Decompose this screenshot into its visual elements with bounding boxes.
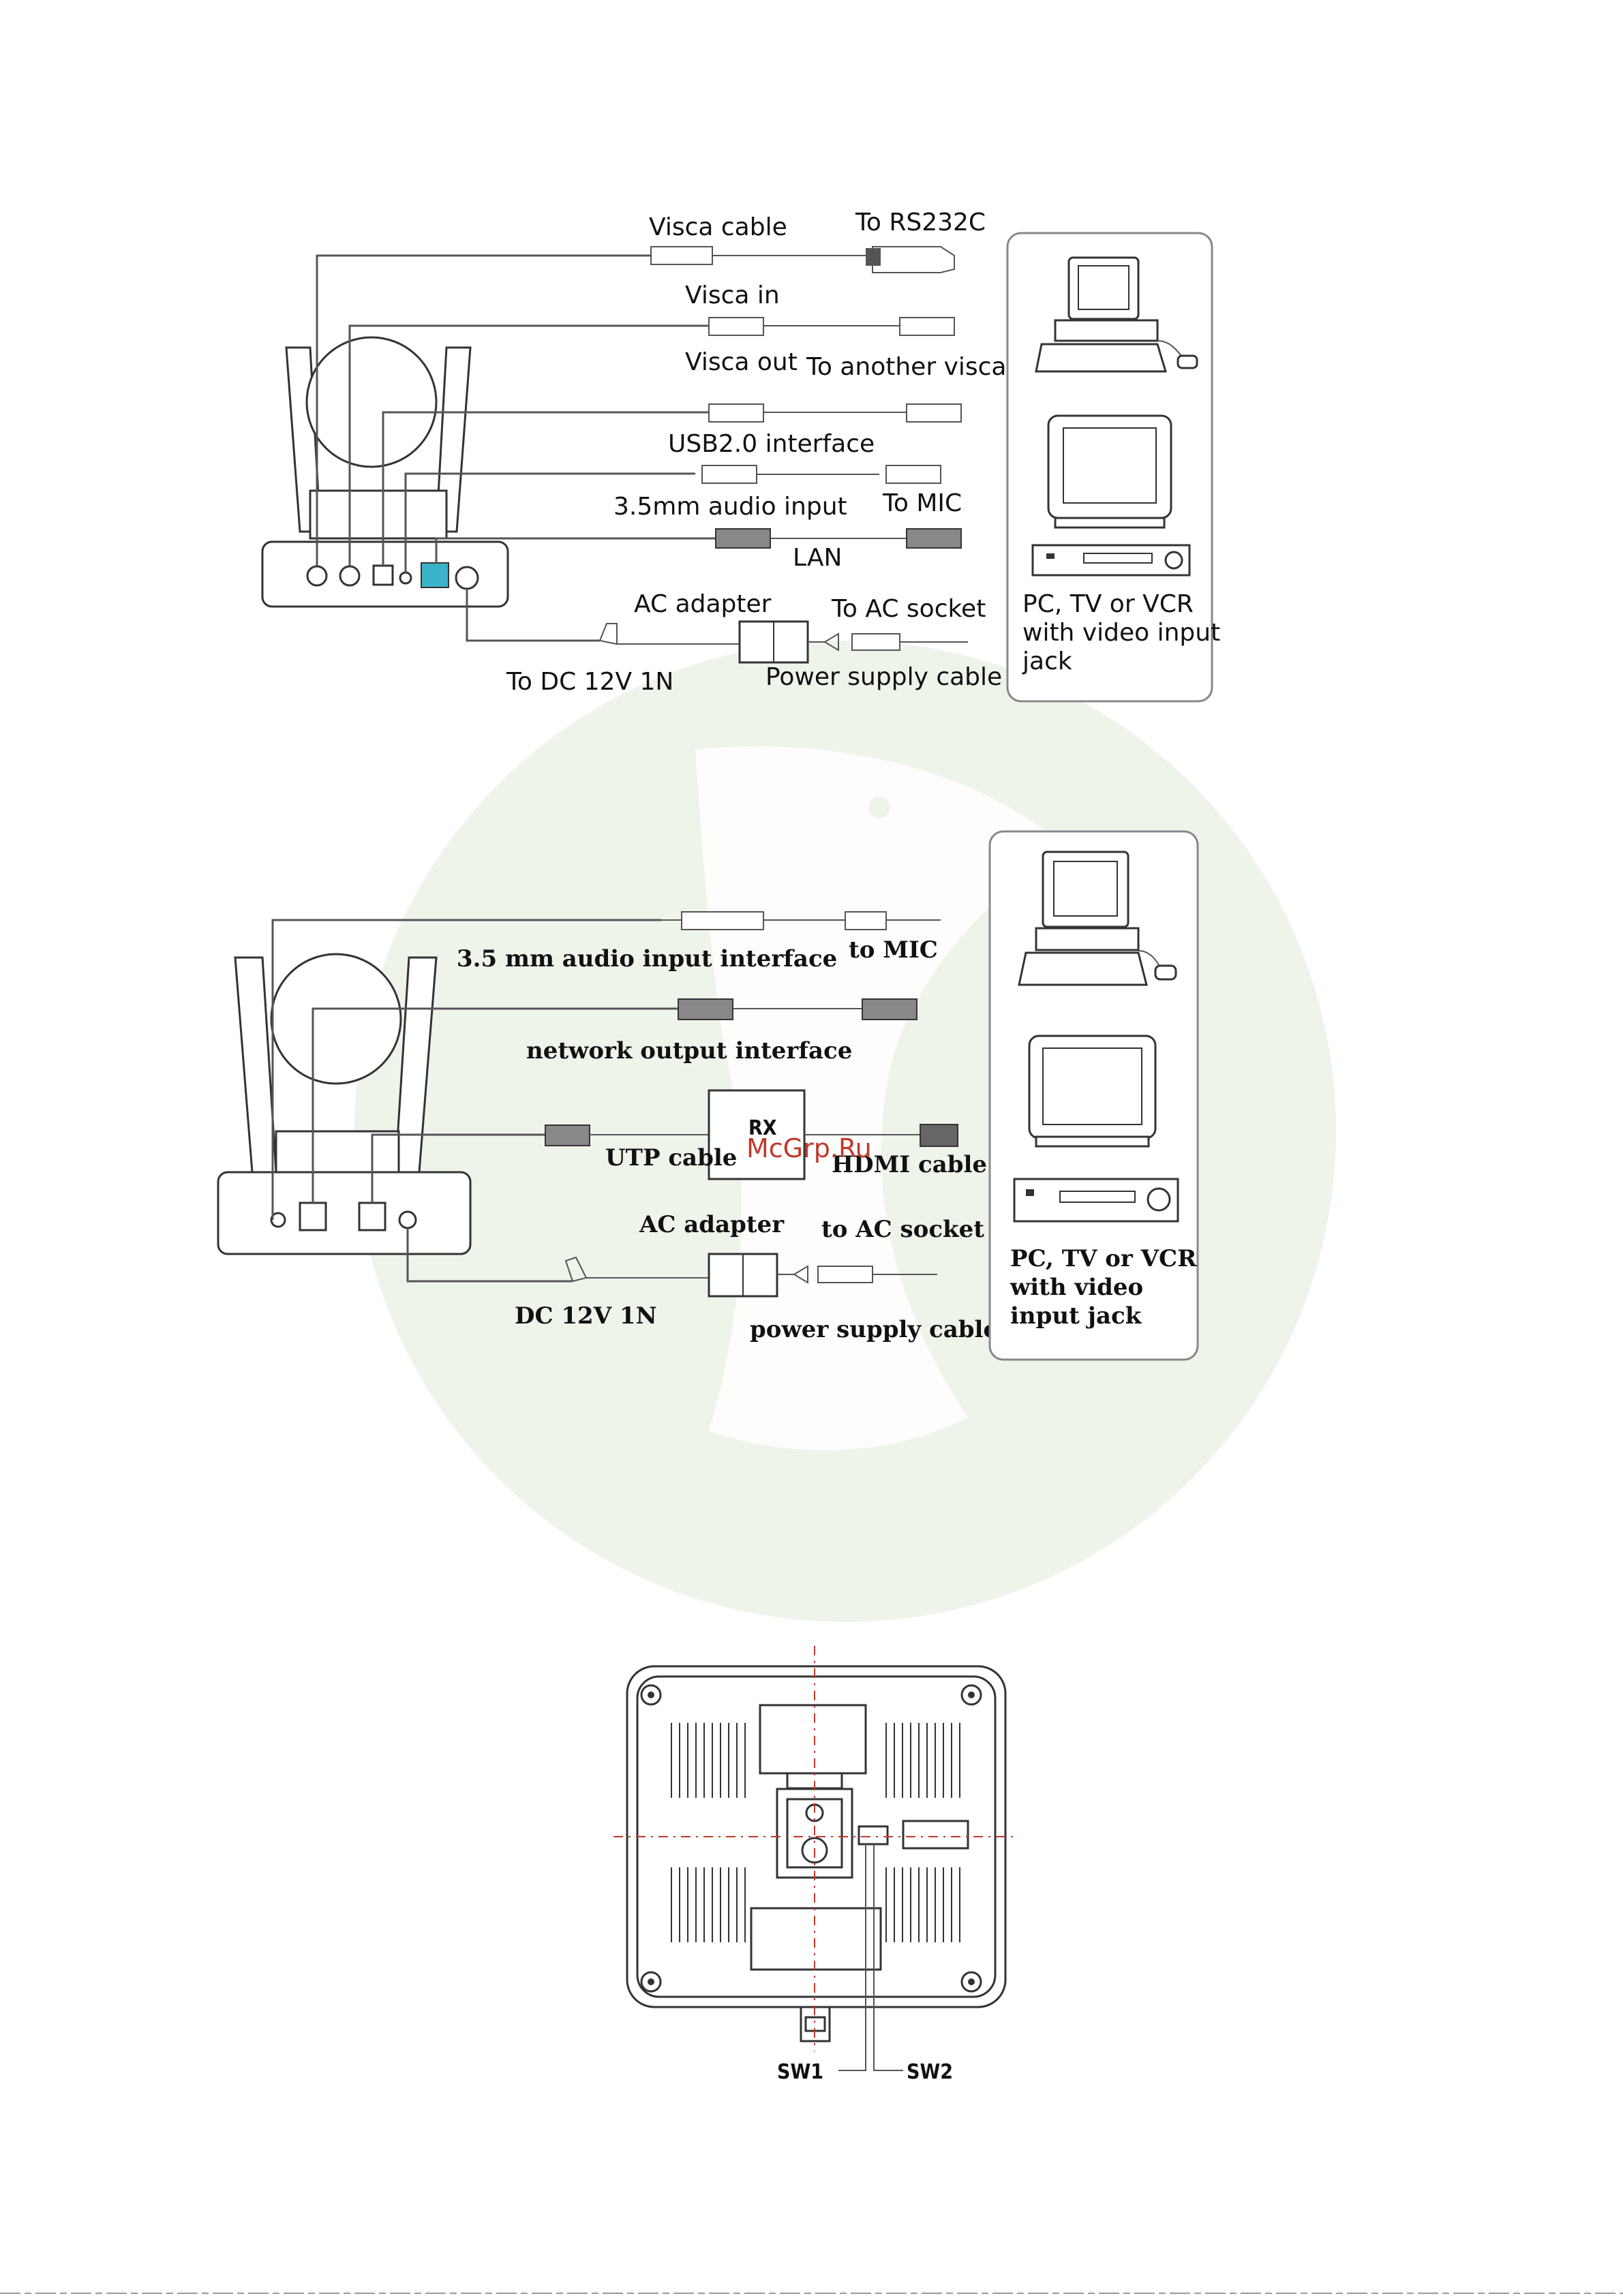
lan-label: LAN <box>793 544 842 572</box>
sw2-label: SW2 <box>907 2060 953 2084</box>
pc-icon <box>1035 256 1198 373</box>
camera-bottom-icon <box>613 1646 1016 2071</box>
utp-label: UTP cable <box>605 1144 737 1172</box>
diagram-3: SW1 SW2 <box>613 1646 1016 2084</box>
camera-icon <box>261 336 509 608</box>
usb-label: USB2.0 interface <box>668 430 875 458</box>
devices2-line3: input jack <box>1010 1302 1142 1330</box>
audio-input-label: 3.5mm audio input <box>613 493 847 521</box>
dc-label: DC 12V 1N <box>515 1302 657 1330</box>
devices-line2: with video input <box>1022 619 1220 647</box>
diagram-2: RX 3.5 mm audio input interface to MIC n… <box>217 830 1199 1361</box>
camera-icon <box>217 953 472 1255</box>
sw1-label: SW1 <box>777 2060 823 2084</box>
vcr-icon <box>1031 544 1191 577</box>
diagram-1: Visca cable To RS232C Visca in Visca out… <box>261 209 1220 703</box>
to-another-visca-label: To another visca <box>806 353 1006 381</box>
visca-cable-label: Visca cable <box>649 213 787 241</box>
devices2-line2: with video <box>1010 1274 1143 1301</box>
monitor-icon <box>1047 414 1172 529</box>
visca-in-label: Visca in <box>685 281 780 309</box>
devices-line1: PC, TV or VCR <box>1022 590 1194 618</box>
to-rs232c-label: To RS232C <box>855 209 986 236</box>
to-ac-socket-label-2: to AC socket <box>821 1216 984 1243</box>
monitor-icon <box>1028 1035 1157 1148</box>
pc-icon <box>1018 851 1177 986</box>
to-dc-label: To DC 12V 1N <box>506 668 673 696</box>
to-mic-label: To MIC <box>882 489 962 517</box>
devices2-line1: PC, TV or VCR <box>1010 1245 1197 1272</box>
audio-interface-label: 3.5 mm audio input interface <box>457 945 837 973</box>
network-label: network output interface <box>526 1037 852 1065</box>
power-cable-label-2: power supply cable <box>750 1316 998 1343</box>
watermark-text: McGrp.Ru <box>746 1133 872 1163</box>
vcr-icon <box>1013 1178 1179 1223</box>
to-mic-label-2: to MIC <box>849 936 938 964</box>
hdmi-label: HDMI cable <box>832 1151 987 1178</box>
ac-adapter-label-2: AC adapter <box>639 1211 785 1238</box>
visca-out-label: Visca out <box>685 348 798 376</box>
rx-label: RX <box>748 1116 777 1140</box>
ac-adapter-label: AC adapter <box>634 590 772 618</box>
to-ac-socket-label: To AC socket <box>831 595 986 623</box>
devices-line3: jack <box>1022 647 1072 675</box>
power-cable-label: Power supply cable <box>765 663 1002 691</box>
